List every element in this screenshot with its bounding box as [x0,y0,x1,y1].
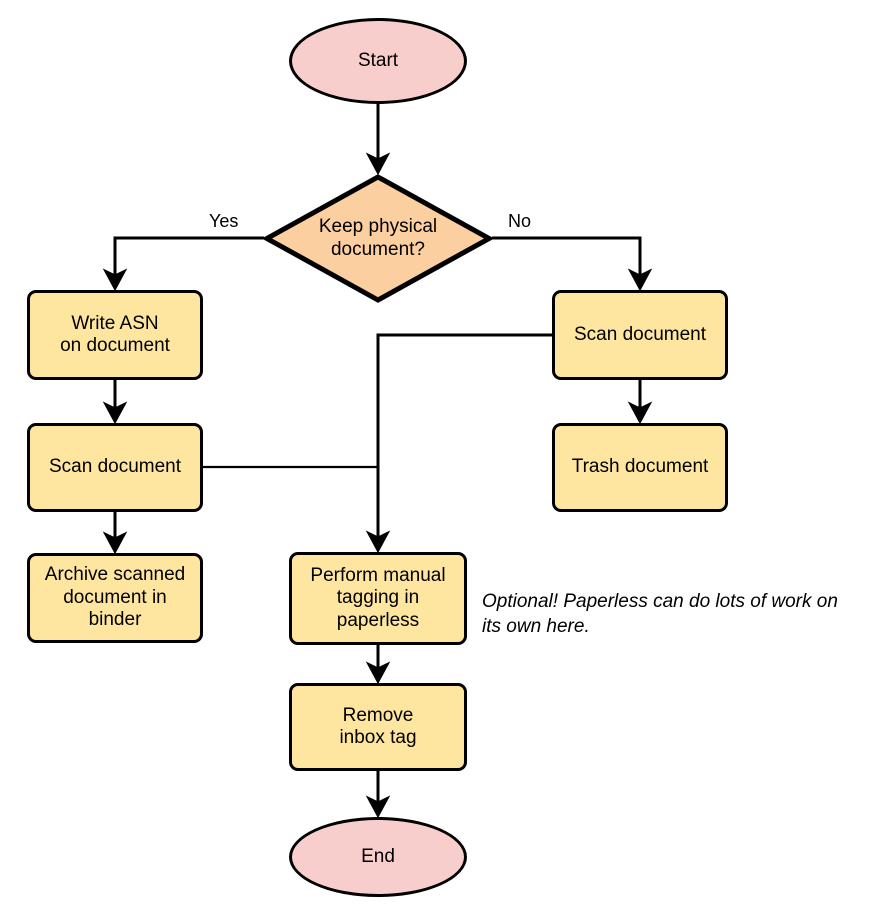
edge-scan-right-to-tagging [365,333,552,554]
node-tagging-label: Perform manual tagging in paperless [310,565,445,632]
node-start-label: Start [357,49,399,71]
node-start[interactable]: Start [289,18,467,104]
node-decision-label: Keep physical document? [319,216,437,261]
node-remove-tag-label-line1: Remove [342,704,414,726]
node-tagging-label-line1: Perform manual [310,564,446,586]
node-archive-label-line2: document in [63,586,167,608]
node-scan-document-right[interactable]: Scan document [552,290,728,380]
node-write-asn-label-line1: Write ASN [71,312,159,334]
node-trash-document-label: Trash document [571,456,709,478]
edge-decision-to-scan-right [492,236,653,292]
annotation-optional-note: Optional! Paperless can do lots of work … [482,590,882,639]
node-archive-label-line1: Archive scanned [44,564,186,586]
node-scan-document-left[interactable]: Scan document [27,423,203,512]
node-archive-label-line3: binder [88,609,142,631]
node-end-label: End [361,845,395,867]
edge-label-yes: Yes [209,211,239,231]
node-archive-scanned-document-in-binder[interactable]: Archive scanned document in binder [27,553,203,643]
node-end[interactable]: End [289,817,467,897]
node-scan-document-left-label: Scan document [48,456,182,478]
edge-label-no: No [508,211,532,231]
node-archive-label: Archive scanned document in binder [45,564,185,631]
node-keep-physical-document-decision[interactable]: Keep physical document? [264,174,492,303]
node-write-asn-on-document[interactable]: Write ASN on document [27,290,203,380]
node-remove-tag-label-line2: inbox tag [339,727,417,748]
diamond-shape [264,174,492,303]
node-remove-inbox-tag[interactable]: Remove inbox tag [289,683,467,771]
node-remove-tag-label: Remove inbox tag [339,705,416,750]
node-write-asn-label: Write ASN on document [60,313,170,358]
node-tagging-label-line2: tagging in [336,587,420,609]
annotation-optional-note-line1: Optional! Paperless can do lots of work … [482,591,838,612]
node-write-asn-label-line2: on document [60,335,170,356]
node-perform-manual-tagging-in-paperless[interactable]: Perform manual tagging in paperless [289,552,467,645]
node-tagging-label-line3: paperless [336,609,420,631]
node-decision-label-line1: Keep physical [318,216,438,238]
node-scan-document-right-label: Scan document [573,323,707,345]
node-trash-document[interactable]: Trash document [552,423,728,512]
node-decision-label-line2: document? [330,238,425,260]
annotation-optional-note-line2: its own here. [482,615,590,637]
edge-decision-to-write-asn [102,236,264,292]
